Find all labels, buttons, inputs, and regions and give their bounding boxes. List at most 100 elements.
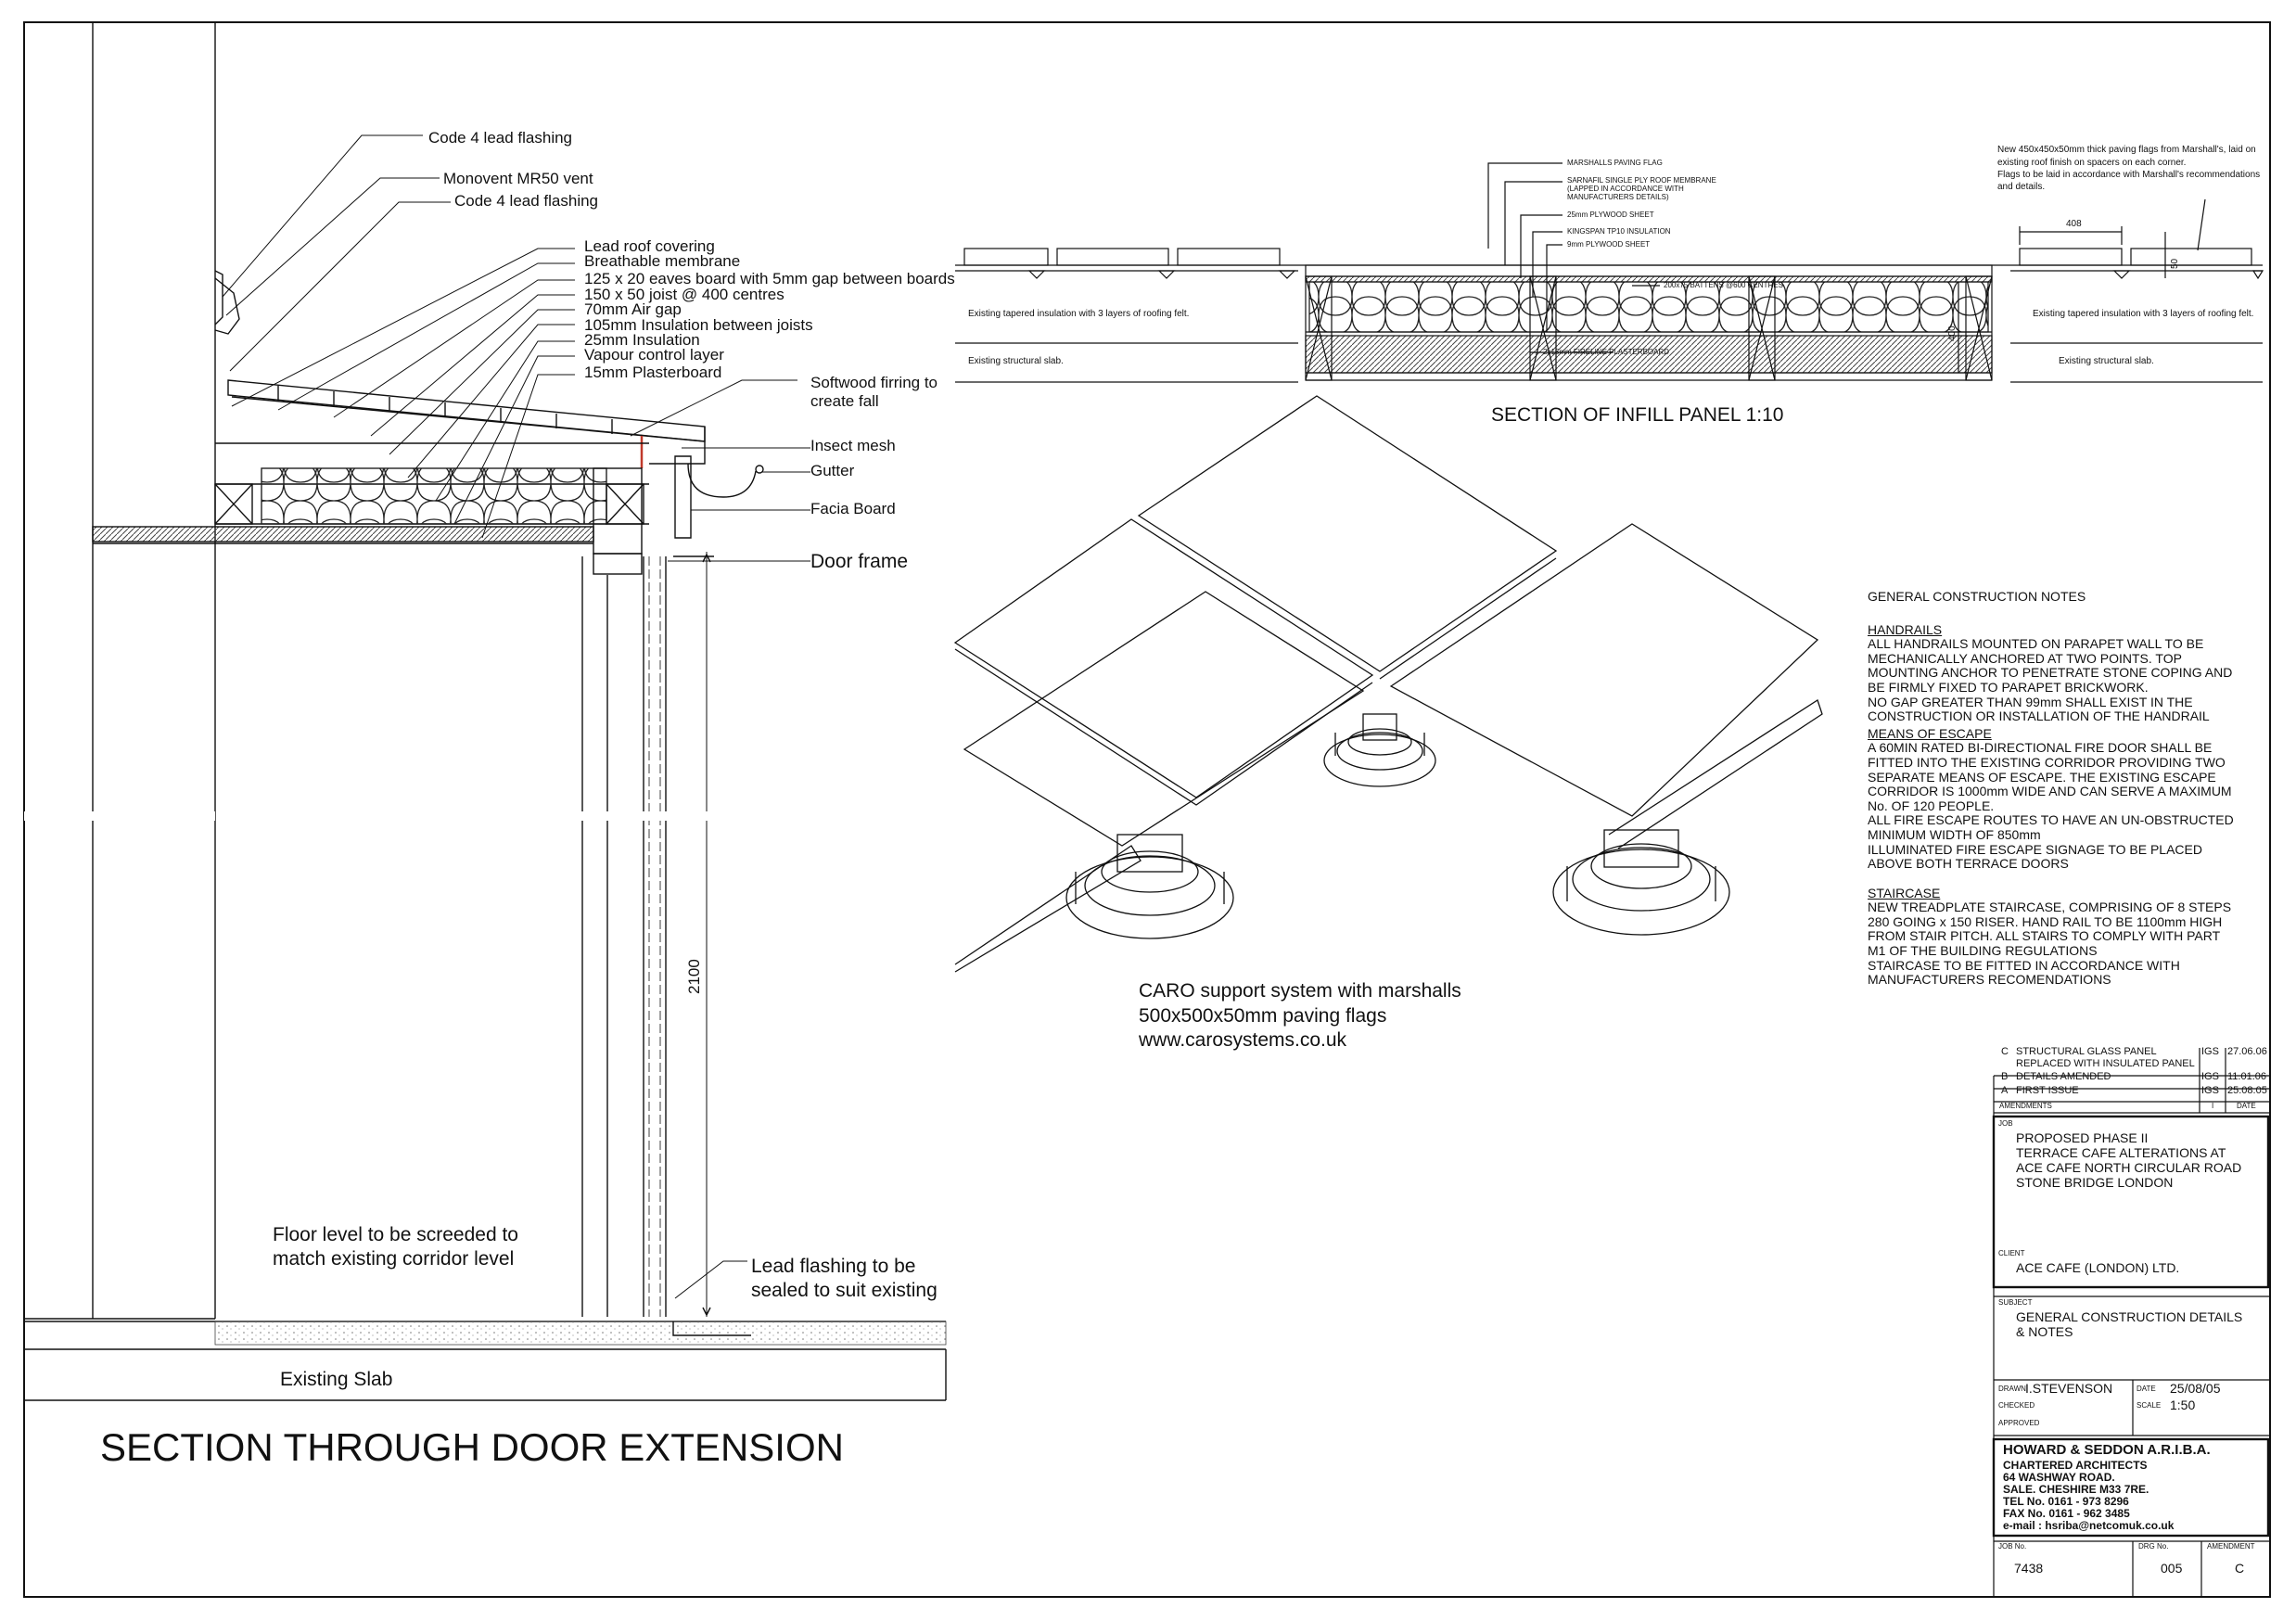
title-section-door-extension: SECTION THROUGH DOOR EXTENSION <box>100 1425 844 1469</box>
amendment-row-a-date: 25.08.05 <box>2227 1085 2267 1096</box>
notes-staircase-heading: STAIRCASE <box>1868 885 1941 900</box>
caro-isometric-drawing <box>953 395 1823 973</box>
label-battens: 200x75 BATTENS @600 CENTRES <box>1664 281 1783 289</box>
firm-line-5: FAX No. 0161 - 962 3485 <box>2003 1507 2130 1520</box>
firm-email: e-mail : hsriba@netcomuk.co.uk <box>2003 1519 2175 1532</box>
label-lead-flashing-1: Lead flashing to be <box>751 1256 916 1277</box>
general-construction-notes: GENERAL CONSTRUCTION NOTES HANDRAILS ALL… <box>1868 589 2239 988</box>
label-structural-slab-right: Existing structural slab. <box>2059 356 2154 366</box>
label-insulation-105: 105mm Insulation between joists <box>584 316 813 334</box>
notes-line: ALL HANDRAILS MOUNTED ON PARAPET WALL TO… <box>1868 636 2204 652</box>
notes-line: ABOVE BOTH TERRACE DOORS <box>1868 856 2069 872</box>
notes-line: STAIRCASE TO BE FITTED IN ACCORDANCE WIT… <box>1868 957 2180 973</box>
firm-name: HOWARD & SEDDON A.R.I.B.A. <box>2003 1442 2211 1458</box>
label-plywood-9: 9mm PLYWOOD SHEET <box>1567 240 1651 249</box>
amendments-header-by: I <box>2212 1102 2214 1110</box>
label-code4-lead-flashing: Code 4 lead flashing <box>428 129 573 147</box>
amendment-row-c-by: IGS <box>2201 1046 2219 1057</box>
label-facia-board: Facia Board <box>810 500 896 517</box>
notes-line: SEPARATE MEANS OF ESCAPE. THE EXISTING E… <box>1868 769 2216 785</box>
label-insect-mesh: Insect mesh <box>810 437 896 454</box>
amendment-row-a-desc: FIRST ISSUE <box>2016 1085 2079 1096</box>
client-name: ACE CAFE (LONDON) LTD. <box>2016 1260 2180 1275</box>
amendments-header-date: DATE <box>2237 1102 2256 1110</box>
notes-escape-heading: MEANS OF ESCAPE <box>1868 725 1992 741</box>
label-softwood-firring-1: Softwood firring to <box>810 374 938 391</box>
title-section-infill-panel: SECTION OF INFILL PANEL 1:10 <box>1491 404 1784 426</box>
amendment-row-b-desc: DETAILS AMENDED <box>2016 1071 2111 1082</box>
drawing-date: 25/08/05 <box>2170 1381 2221 1396</box>
label-tapered-insulation-left: Existing tapered insulation with 3 layer… <box>968 309 1190 319</box>
amendment-label: AMENDMENT <box>2207 1542 2255 1551</box>
amendment-letter: C <box>2235 1561 2245 1576</box>
notes-line: MINIMUM WIDTH OF 850mm <box>1868 826 2041 842</box>
subject-label: SUBJECT <box>1998 1298 2033 1307</box>
label-eaves-board: 125 x 20 eaves board with 5mm gap betwee… <box>584 270 955 287</box>
title-block-frame <box>1992 1048 2270 1597</box>
notes-line: A 60MIN RATED BI-DIRECTIONAL FIRE DOOR S… <box>1868 740 2213 756</box>
notes-handrails-heading: HANDRAILS <box>1868 621 1943 637</box>
label-plasterboard: 15mm Plasterboard <box>584 364 722 381</box>
label-paving-note-3: Flags to be laid in accordance with Mars… <box>1997 170 2261 180</box>
label-kingspan: KINGSPAN TP10 INSULATION <box>1567 227 1671 236</box>
label-sarnafil-2: (LAPPED IN ACCORDANCE WITH <box>1567 185 1684 193</box>
subject-line-1: GENERAL CONSTRUCTION DETAILS <box>2016 1309 2243 1324</box>
job-label: JOB <box>1998 1119 2013 1128</box>
notes-line: BE FIRMLY FIXED TO PARAPET BRICKWORK. <box>1868 679 2149 695</box>
label-joist: 150 x 50 joist @ 400 centres <box>584 286 784 303</box>
amendment-row-b-by: IGS <box>2201 1071 2219 1082</box>
dimension-50: 50 <box>2170 258 2180 269</box>
notes-line: No. OF 120 PEOPLE. <box>1868 798 1995 813</box>
label-sarnafil-1: SARNAFIL SINGLE PLY ROOF MEMBRANE <box>1567 176 1716 185</box>
notes-line: 280 GOING x 150 RISER. HAND RAIL TO BE 1… <box>1868 913 2223 929</box>
dimension-2100: 2100 <box>685 959 703 994</box>
label-code4-lead-flashing-2: Code 4 lead flashing <box>454 192 599 210</box>
client-label: CLIENT <box>1998 1249 2025 1257</box>
dimension-400: 400 <box>1947 325 1958 341</box>
scale-label: SCALE <box>2137 1401 2162 1410</box>
label-paving-note-1: New 450x450x50mm thick paving flags from… <box>1997 145 2256 155</box>
drawing-number: 005 <box>2161 1561 2183 1576</box>
door-section-leaders <box>222 134 810 1299</box>
notes-line: NO GAP GREATER THAN 99mm SHALL EXIST IN … <box>1868 694 2193 709</box>
notes-line: M1 OF THE BUILDING REGULATIONS <box>1868 943 2098 959</box>
notes-line: CORRIDOR IS 1000mm WIDE AND CAN SERVE A … <box>1868 784 2232 799</box>
drawing-scale: 1:50 <box>2170 1398 2196 1412</box>
label-paving-note-4: and details. <box>1997 182 2046 192</box>
label-lead-roof-covering: Lead roof covering <box>584 237 715 255</box>
job-number: 7438 <box>2014 1561 2044 1576</box>
label-monovent-vent: Monovent MR50 vent <box>443 170 593 187</box>
label-sarnafil-3: MANUFACTURERS DETAILS) <box>1567 193 1669 201</box>
firm-line-2: 64 WASHWAY ROAD. <box>2003 1471 2115 1484</box>
notes-line: MECHANICALLY ANCHORED AT TWO POINTS. TOP <box>1868 650 2182 666</box>
notes-line: FROM STAIR PITCH. ALL STAIRS TO COMPLY W… <box>1868 928 2221 944</box>
amendment-row-c-rev: C <box>2001 1046 2009 1057</box>
job-line-3: ACE CAFE NORTH CIRCULAR ROAD <box>2016 1160 2242 1175</box>
job-number-label: JOB No. <box>1998 1542 2027 1551</box>
label-paving-note-2: existing roof finish on spacers on each … <box>1997 158 2187 168</box>
subject-line-2: & NOTES <box>2016 1324 2073 1339</box>
amendment-row-c-desc: STRUCTURAL GLASS PANEL <box>2016 1046 2157 1057</box>
label-plywood-25: 25mm PLYWOOD SHEET <box>1567 211 1654 219</box>
drawn-by: I.STEVENSON <box>2025 1381 2113 1396</box>
amendments-header-label: AMENDMENTS <box>1999 1102 2052 1110</box>
amendment-row-b-rev: B <box>2001 1071 2009 1082</box>
job-line-4: STONE BRIDGE LONDON <box>2016 1175 2174 1190</box>
amendment-row-c-date: 27.06.06 <box>2227 1046 2267 1057</box>
label-tapered-insulation-right: Existing tapered insulation with 3 layer… <box>2033 309 2254 319</box>
label-vapour-control: Vapour control layer <box>584 346 724 364</box>
notes-line: NEW TREADPLATE STAIRCASE, COMPRISING OF … <box>1868 900 2232 915</box>
amendment-row-b-date: 11.01.06 <box>2227 1071 2267 1082</box>
notes-line: MOUNTING ANCHOR TO PENETRATE STONE COPIN… <box>1868 665 2233 681</box>
firm-line-1: CHARTERED ARCHITECTS <box>2003 1459 2148 1472</box>
label-door-frame: Door frame <box>810 551 909 572</box>
amendment-row-a-by: IGS <box>2201 1085 2219 1096</box>
label-floor-level-2: match existing corridor level <box>273 1248 515 1270</box>
notes-title: GENERAL CONSTRUCTION NOTES <box>1868 589 2086 604</box>
label-air-gap: 70mm Air gap <box>584 300 682 318</box>
job-line-2: TERRACE CAFE ALTERATIONS AT <box>2016 1145 2226 1160</box>
label-lead-flashing-2: sealed to suit existing <box>751 1280 938 1301</box>
caro-caption-line-2: 500x500x50mm paving flags <box>1139 1005 1387 1027</box>
label-existing-slab: Existing Slab <box>280 1369 393 1390</box>
